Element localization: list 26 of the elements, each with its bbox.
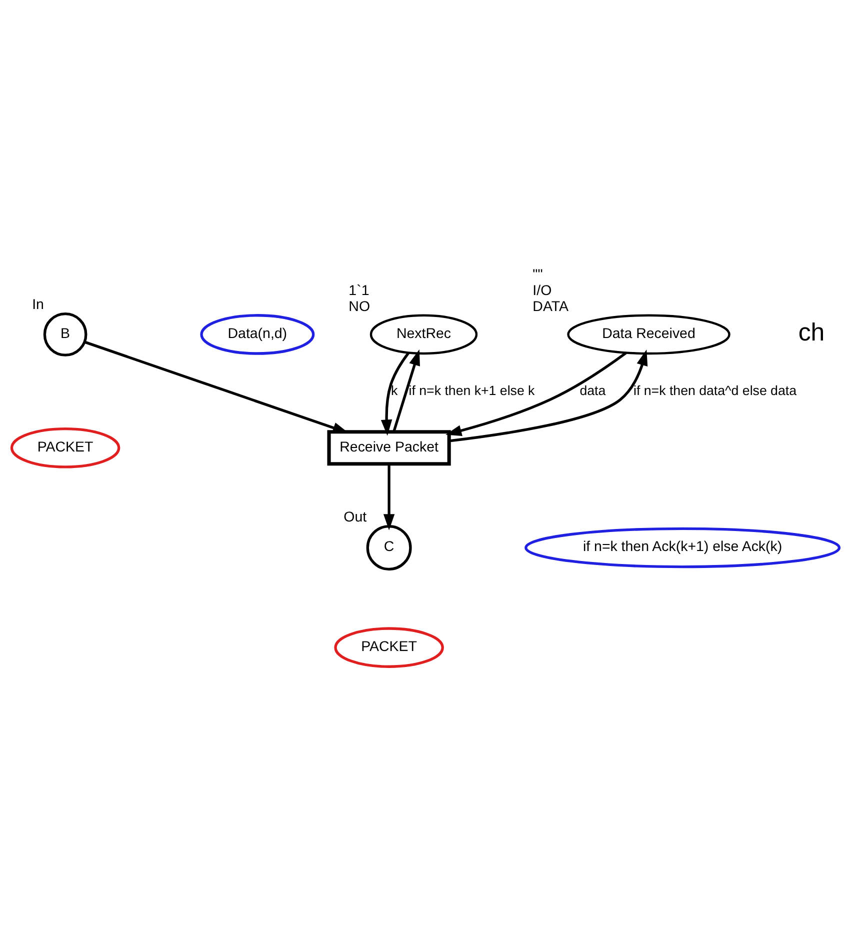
edge-label: if n=k then data^d else data — [634, 382, 797, 398]
node-ellipse: if n=k then Ack(k+1) else Ack(k) — [524, 526, 841, 568]
node-label: Out — [344, 509, 367, 526]
node-label: In — [32, 296, 44, 313]
node-ellipse: Data(n,d) — [200, 314, 315, 354]
label: ch — [798, 318, 825, 346]
node-ellipse: NextRec — [370, 314, 478, 354]
node-circle: C — [366, 524, 412, 570]
node-box: Receive Packet — [327, 430, 451, 466]
edge-label: data — [580, 382, 606, 398]
arrow — [383, 464, 395, 530]
arrow — [446, 351, 628, 436]
node-label: NO — [348, 298, 370, 314]
node-label: I/O — [532, 282, 552, 298]
node-circle: B — [43, 312, 88, 356]
node-label: 1`1 — [348, 282, 370, 298]
edge-label: k — [391, 382, 398, 398]
arrow — [392, 348, 420, 432]
node-ellipse: PACKET — [334, 626, 444, 668]
node-ellipse: PACKET — [10, 427, 120, 468]
arrow — [380, 351, 410, 436]
node-label: DATA — [532, 298, 568, 314]
node-label: "" — [532, 266, 543, 282]
arrow — [449, 349, 648, 442]
node-ellipse: Data Received — [567, 314, 730, 354]
edge-label: if n=k then k+1 else k — [408, 382, 535, 398]
